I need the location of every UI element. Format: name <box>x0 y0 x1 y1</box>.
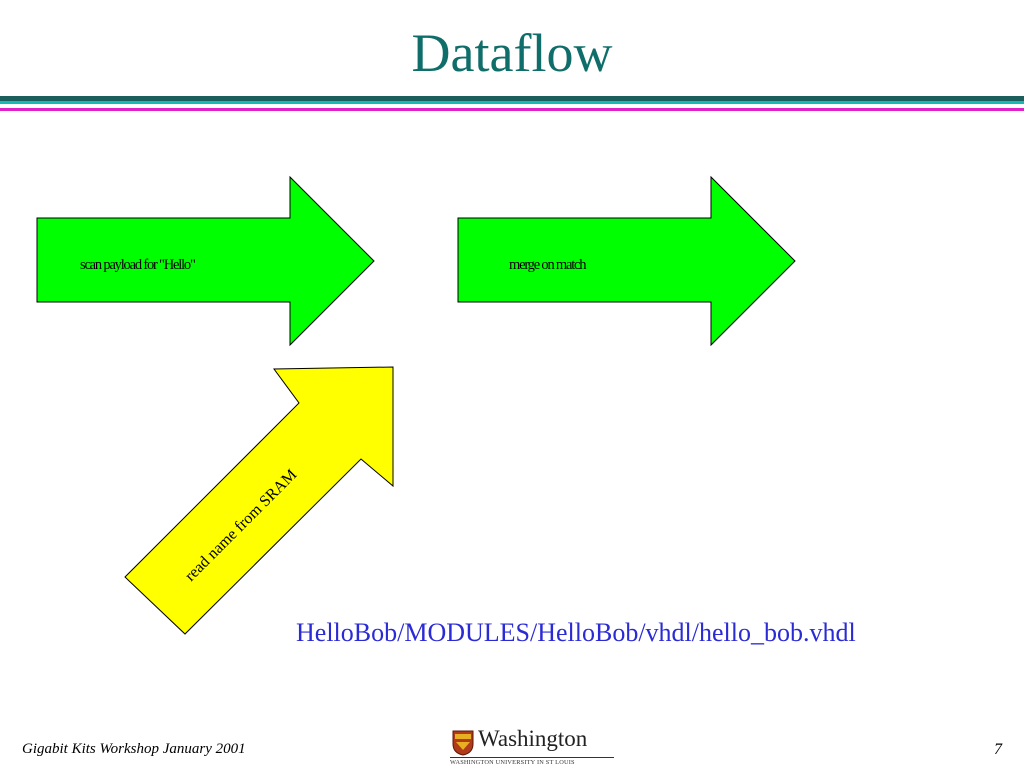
arrow-merge-label: merge on match <box>509 257 587 273</box>
slide-title: Dataflow <box>411 23 613 83</box>
footer-workshop: Gigabit Kits Workshop January 2001 <box>22 741 246 757</box>
page-number: 7 <box>994 741 1002 758</box>
arrow-merge-on-match: merge on match <box>457 175 796 347</box>
arrow-scan-payload: scan payload for "Hello" <box>36 175 375 347</box>
logo-subtitle: WASHINGTON UNIVERSITY IN ST LOUIS <box>450 757 614 766</box>
arrow-scan-payload-label: scan payload for "Hello" <box>80 257 196 273</box>
title-divider <box>0 96 1024 111</box>
source-file-path: HelloBob/MODULES/HelloBob/vhdl/hello_bob… <box>296 618 856 647</box>
logo-wordmark: Washington <box>478 726 588 751</box>
university-shield-icon <box>452 730 474 756</box>
university-logo: Washington WASHINGTON UNIVERSITY IN ST L… <box>450 726 616 766</box>
dataflow-diagram: scan payload for "Hello" merge on match … <box>36 175 796 635</box>
arrow-read-sram: read name from SRAM <box>124 366 394 635</box>
